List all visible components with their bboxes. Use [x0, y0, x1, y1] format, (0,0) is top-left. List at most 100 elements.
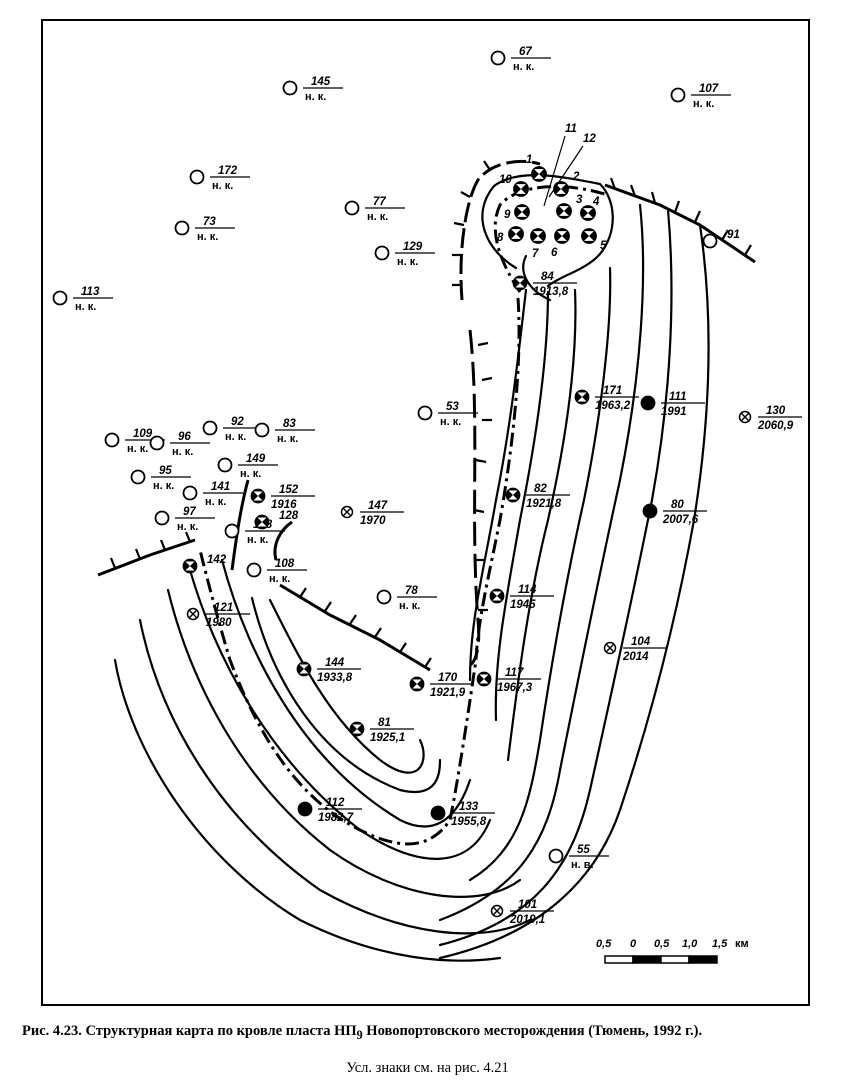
- well-depth-value: н. к.: [399, 600, 420, 612]
- well-number: 91: [727, 229, 740, 241]
- dry-well-icon: [174, 220, 190, 236]
- contour-line: [138, 618, 532, 935]
- scale-label: 1,5: [712, 938, 728, 950]
- well-depth-value: н. к.: [247, 534, 268, 546]
- cluster-well-number: 9: [504, 209, 511, 221]
- scale-unit: км: [735, 938, 749, 950]
- oil-well-icon: [642, 503, 658, 519]
- well-depth-value: 1955,8: [451, 816, 487, 828]
- cluster-well-4: 4: [580, 196, 600, 221]
- well-depth-value: н. к.: [367, 211, 388, 223]
- cluster-well-11: 11: [543, 123, 577, 207]
- well-83: 83 н. к.: [254, 418, 315, 445]
- well-92: 92 н. к.: [202, 416, 263, 443]
- well-number: 101: [518, 899, 537, 911]
- oil-well-icon: [297, 801, 313, 817]
- gas-oil-well-icon: [296, 661, 312, 677]
- well-depth-value: 1925,1: [370, 732, 405, 744]
- map-frame: [41, 19, 810, 1006]
- well-number: 141: [211, 481, 230, 493]
- gas-oil-well-icon: [505, 487, 521, 503]
- dry-well-icon: [254, 422, 270, 438]
- well-depth-value: 1980: [206, 617, 232, 629]
- well-128: 128: [254, 510, 299, 530]
- dry-well-icon: [376, 589, 392, 605]
- well-number: 83: [283, 418, 296, 430]
- caption-subscript: 9: [356, 1027, 363, 1042]
- well-depth-value: 2014: [622, 651, 649, 663]
- dry-well-icon: [104, 432, 120, 448]
- well-number: 95: [159, 465, 172, 477]
- well-number: 133: [459, 801, 479, 813]
- well-95: 95 н. к.: [130, 465, 191, 492]
- well-depth-value: н. к.: [277, 433, 298, 445]
- well-number: 113: [81, 286, 100, 298]
- well-number: 117: [505, 667, 524, 679]
- well-133: 133 1955,8: [430, 801, 495, 828]
- dry-well-icon: [202, 420, 218, 436]
- well-number: 73: [203, 216, 216, 228]
- oil-well-icon: [640, 395, 656, 411]
- well-number: 170: [438, 672, 458, 684]
- well-depth-value: н. к.: [153, 480, 174, 492]
- scale-bar: 0,5 0 0,5 1,0 1,5 км: [596, 938, 749, 964]
- well-number: 149: [246, 453, 266, 465]
- well-depth-value: н. к.: [212, 180, 233, 192]
- cluster-well-number: 1: [526, 154, 532, 166]
- well-number: 109: [133, 428, 153, 440]
- well-number: 129: [403, 241, 423, 253]
- well-number: 144: [325, 657, 345, 669]
- gas-oil-well-icon: [530, 228, 546, 244]
- well-depth-value: н. к.: [440, 416, 461, 428]
- well-depth-value: 1991: [661, 406, 687, 418]
- cluster-well-7: 7: [530, 228, 546, 260]
- well-depth-value: 1921,8: [526, 498, 562, 510]
- gas-oil-well-icon: [553, 181, 569, 197]
- cluster-well-number: 2: [572, 171, 580, 183]
- cluster-well-number: 8: [497, 232, 504, 244]
- well-number: 111: [669, 391, 686, 403]
- scale-label: 1,0: [682, 938, 698, 950]
- gas-well-icon: [340, 505, 354, 519]
- cluster-well-10: 10: [499, 174, 529, 197]
- dry-well-icon: [154, 510, 170, 526]
- dry-well-icon: [490, 50, 506, 66]
- gas-oil-well-icon: [556, 203, 572, 219]
- legend-note: Усл. знаки см. на рис. 4.21: [346, 1060, 509, 1076]
- well-number: 142: [207, 554, 227, 566]
- cluster-well-number: 4: [592, 196, 600, 208]
- contour-line: [113, 658, 502, 962]
- well-101: 101 2019,1: [490, 899, 554, 926]
- well-172: 172 н. к.: [189, 165, 250, 192]
- gas-oil-well-icon: [512, 275, 528, 291]
- contour-line: [506, 288, 577, 762]
- well-depth-value: н. к.: [75, 301, 96, 313]
- contour-line: [468, 288, 528, 682]
- well-number: 172: [218, 165, 238, 177]
- well-depth-value: н. к.: [225, 431, 246, 443]
- well-depth-value: н. к.: [172, 446, 193, 458]
- dry-well-icon: [182, 485, 198, 501]
- gas-oil-well-icon: [182, 558, 198, 574]
- well-depth-value: н. к.: [693, 98, 714, 110]
- caption-text-rest: Новопортовского месторождения (Тюмень, 1…: [362, 1023, 703, 1039]
- well-depth-value: 2019,1: [509, 914, 545, 926]
- fault-ticks: [109, 160, 752, 668]
- well-number: 92: [231, 416, 244, 428]
- well-depth-value: 1963,2: [595, 400, 631, 412]
